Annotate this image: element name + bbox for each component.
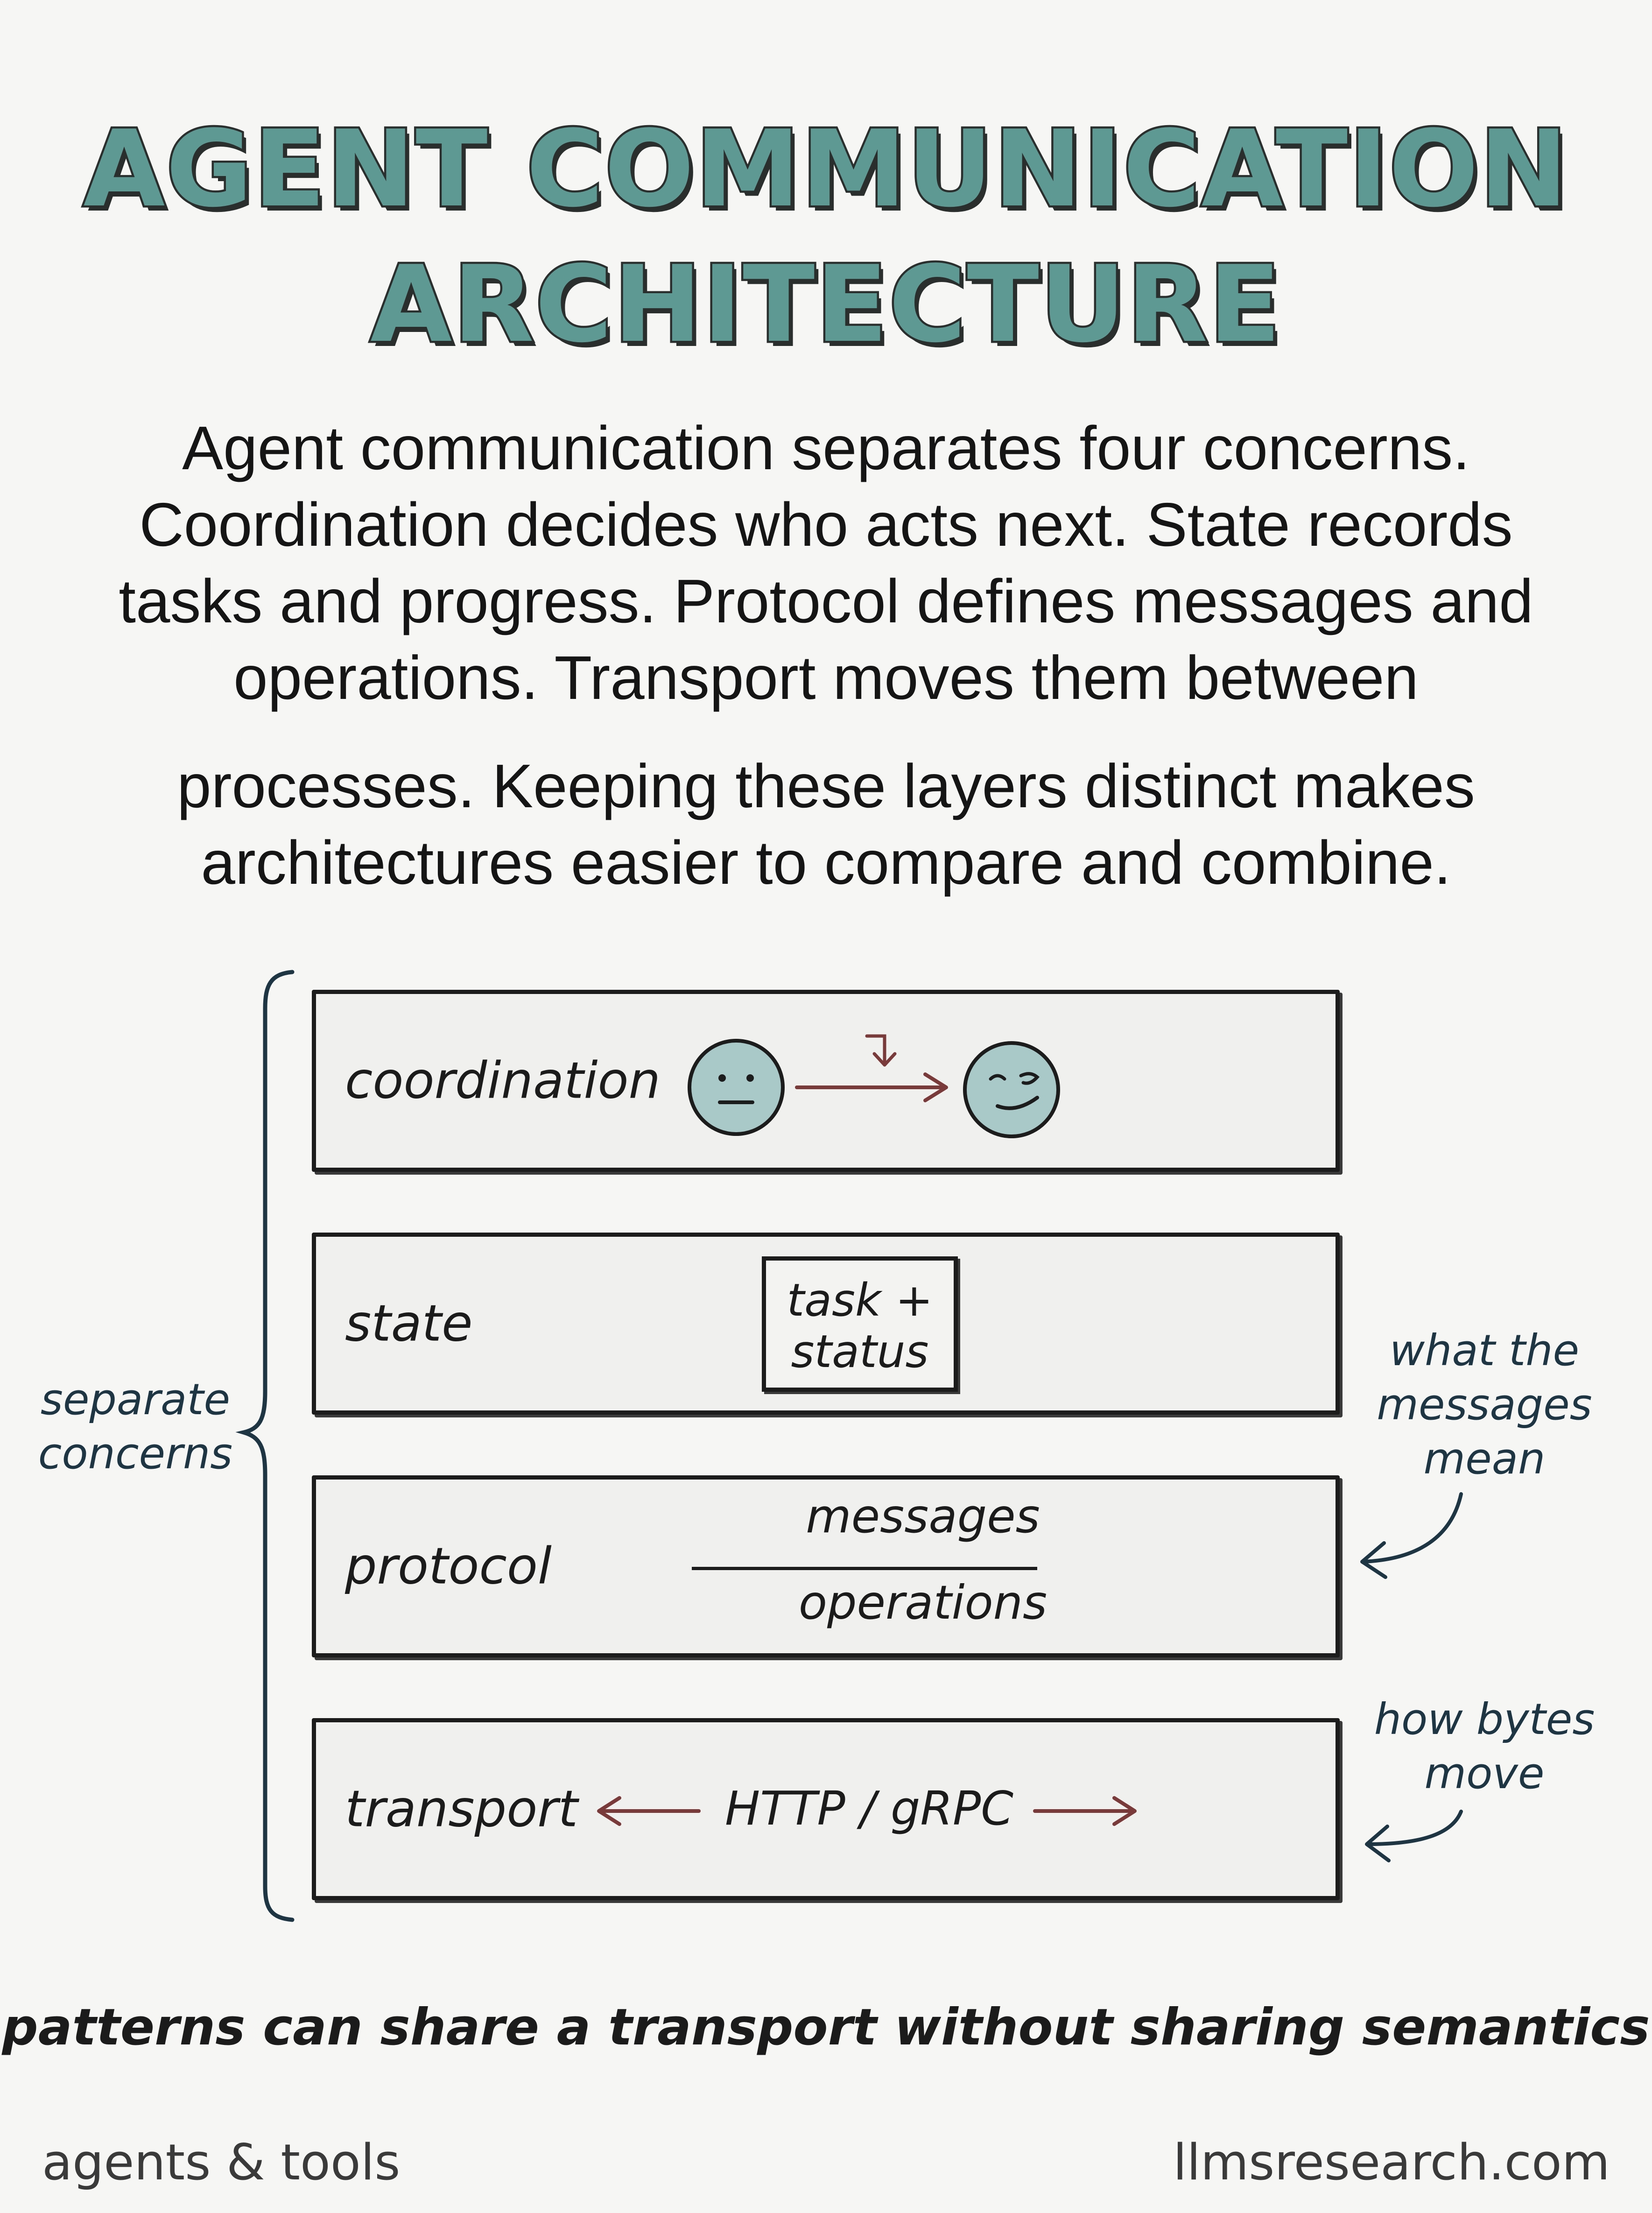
intro-paragraph-part-2: processes. Keeping these layers distinct… bbox=[0, 748, 1652, 901]
task-status-box: task + status bbox=[762, 1256, 958, 1392]
layer-label: protocol bbox=[345, 1537, 552, 1596]
layer-protocol: protocol messages operations bbox=[312, 1475, 1340, 1657]
page-title-line-1: AGENT COMMUNICATION bbox=[81, 108, 1570, 231]
intro-line: tasks and progress. Protocol defines mes… bbox=[119, 567, 1533, 635]
intro-line: operations. Transport moves them between bbox=[233, 643, 1419, 712]
handoff-arrow-icon bbox=[795, 1034, 948, 1102]
note-line: how bytes bbox=[1374, 1694, 1595, 1744]
intro-paragraph-part-1: Agent communication separates four conce… bbox=[0, 410, 1652, 716]
note-line: messages bbox=[1377, 1380, 1592, 1430]
layer-label: coordination bbox=[345, 1051, 661, 1110]
transport-note: how bytes move bbox=[1363, 1692, 1606, 1801]
layer-state: state task + status bbox=[312, 1233, 1340, 1415]
intro-line: Agent communication separates four conce… bbox=[182, 414, 1470, 482]
curly-brace bbox=[235, 970, 295, 1922]
right-arrow-icon bbox=[1033, 1796, 1137, 1826]
protocol-messages-label: messages bbox=[806, 1489, 1040, 1543]
transport-note-arrow bbox=[1366, 1810, 1463, 1846]
layer-label: state bbox=[345, 1294, 473, 1353]
tagline: patterns can share a transport without s… bbox=[2, 1998, 1650, 2057]
transport-protocols-label: HTTP / gRPC bbox=[724, 1781, 1014, 1836]
brace-label-line: concerns bbox=[38, 1429, 233, 1479]
task-status-line: status bbox=[791, 1325, 929, 1378]
intro-line: Coordination decides who acts next. Stat… bbox=[139, 490, 1513, 559]
note-line: what the bbox=[1389, 1325, 1580, 1375]
footer-left: agents & tools bbox=[42, 2134, 401, 2191]
protocol-note: what the messages mean bbox=[1363, 1324, 1606, 1486]
transport-note-arrowhead bbox=[1365, 1825, 1391, 1862]
layer-transport: transport HTTP / gRPC bbox=[312, 1718, 1340, 1900]
protocol-note-arrow bbox=[1361, 1492, 1463, 1564]
intro-line: processes. Keeping these layers distinct… bbox=[177, 752, 1475, 820]
fraction-divider bbox=[692, 1567, 1037, 1570]
layer-coordination: coordination bbox=[312, 990, 1340, 1172]
note-line: mean bbox=[1423, 1434, 1546, 1484]
page-title-line-2: ARCHITECTURE bbox=[368, 243, 1283, 366]
agent-face-neutral-icon bbox=[688, 1039, 785, 1136]
layer-label: transport bbox=[345, 1780, 578, 1839]
agent-face-smirk-icon bbox=[963, 1041, 1060, 1138]
task-status-line: task + bbox=[787, 1274, 933, 1326]
brace-label: separate concerns bbox=[28, 1373, 243, 1481]
protocol-note-arrowhead bbox=[1360, 1541, 1387, 1579]
transport-arrows bbox=[597, 1796, 1137, 1826]
coordination-handoff bbox=[688, 1034, 1060, 1138]
left-arrow-icon bbox=[597, 1796, 701, 1826]
intro-line: architectures easier to compare and comb… bbox=[201, 828, 1451, 897]
footer-right: llmsresearch.com bbox=[1173, 2134, 1610, 2191]
protocol-operations-label: operations bbox=[798, 1575, 1047, 1630]
note-line: move bbox=[1424, 1748, 1545, 1798]
brace-label-line: separate bbox=[40, 1374, 231, 1424]
